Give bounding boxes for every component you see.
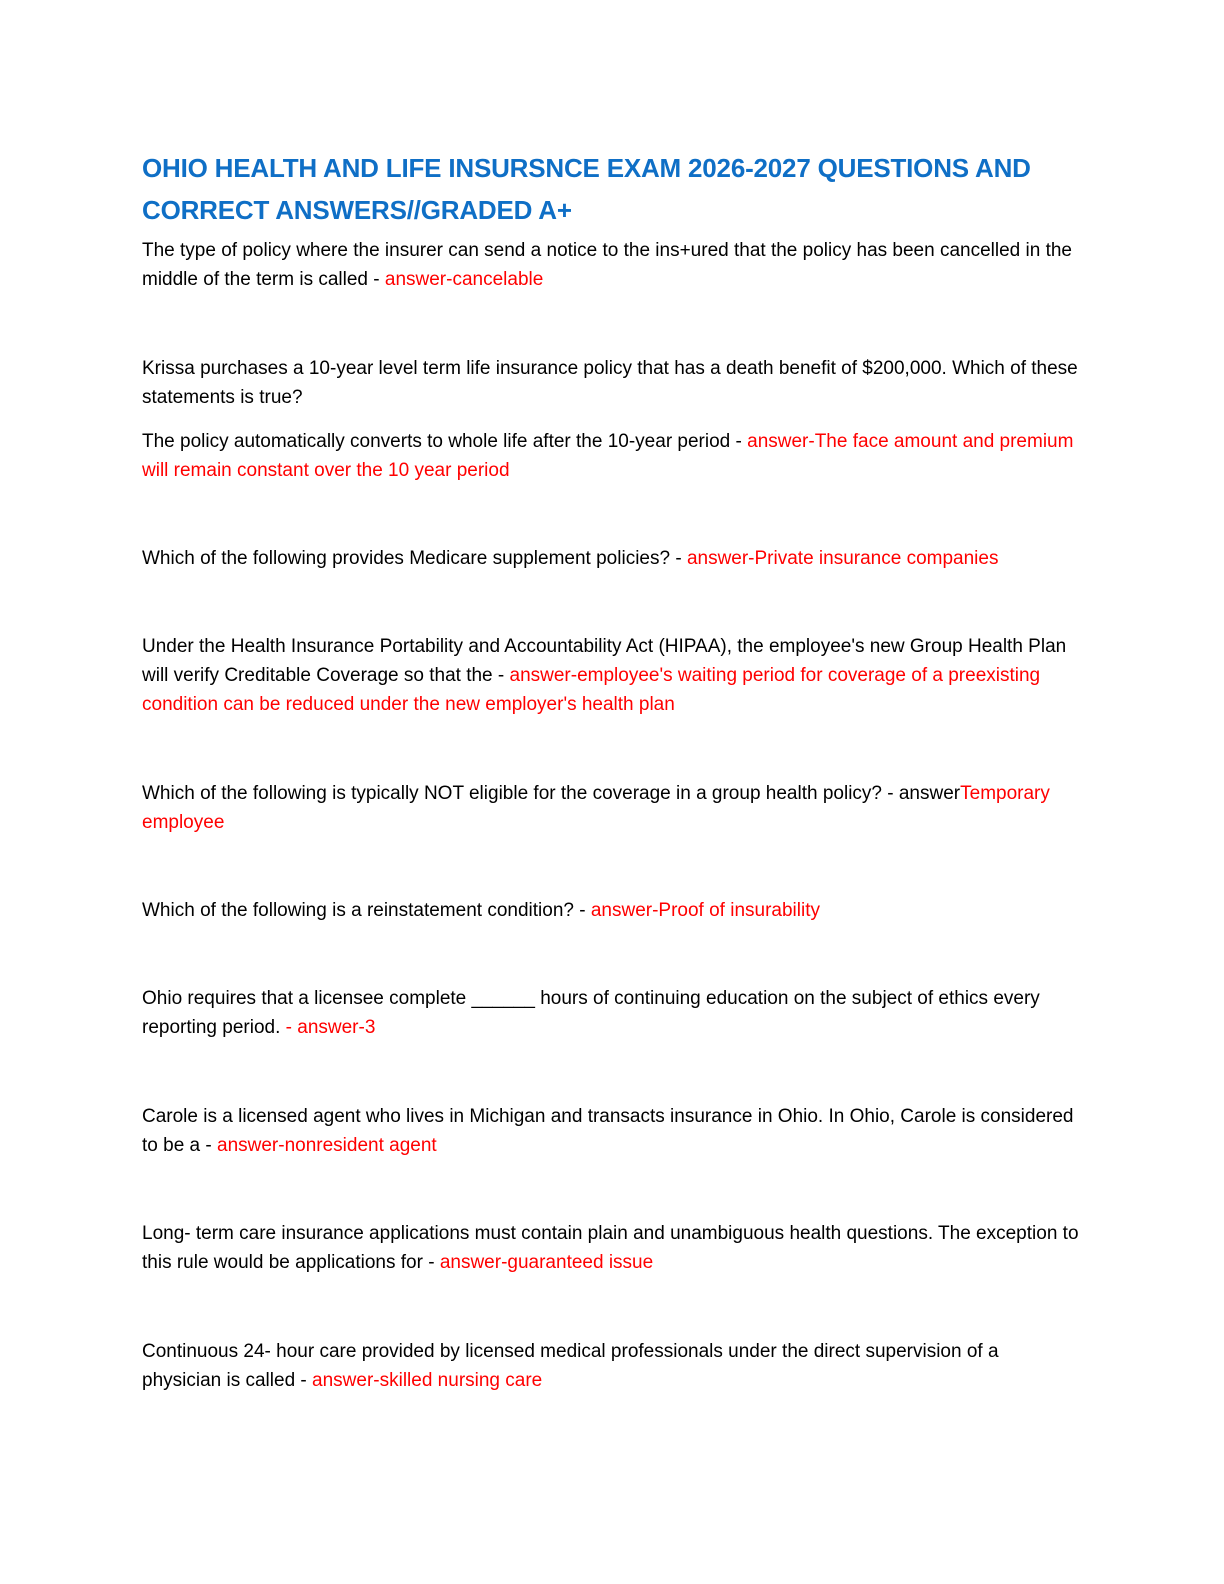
answer-text: answer-cancelable [384,269,544,290]
answer-text: answer-skilled nursing care [312,1370,543,1391]
question-text: Krissa purchases a 10-year level term li… [142,358,1078,408]
answer-text: answer-The face amount and premium will … [142,431,1074,481]
qa-item-9: Long- term care insurance applications m… [142,1219,1082,1277]
answer-text: Temporary employee [142,783,1050,833]
qa-item-3: Which of the following provides Medicare… [142,544,1082,573]
question-text: Ohio requires that a licensee complete _… [142,988,1040,1038]
question-text: Which of the following is typically NOT … [142,783,961,804]
answer-text: answer-Private insurance companies [686,548,999,569]
qa-item-8: Carole is a licensed agent who lives in … [142,1102,1082,1160]
qa-item-10: Continuous 24- hour care provided by lic… [142,1337,1082,1395]
question-text: Continuous 24- hour care provided by lic… [142,1341,999,1391]
qa-item-5: Which of the following is typically NOT … [142,779,1082,837]
document-title: OHIO HEALTH AND LIFE INSURSNCE EXAM 2026… [142,153,1031,225]
qa-item-4: Under the Health Insurance Portability a… [142,632,1082,719]
answer-text: answer-nonresident agent [217,1135,437,1156]
question-text-line-2: The policy automatically converts to who… [142,427,1082,485]
question-text: Which of the following provides Medicare… [142,548,687,569]
qa-item-1: The type of policy where the insurer can… [142,236,1082,294]
answer-text: - answer-3 [285,1017,376,1038]
qa-item-2: Krissa purchases a 10-year level term li… [142,354,1082,485]
answer-text: answer-guaranteed issue [439,1252,654,1273]
question-text: Under the Health Insurance Portability a… [142,636,1067,686]
question-text: Long- term care insurance applications m… [142,1223,1079,1273]
question-text: Carole is a licensed agent who lives in … [142,1106,1074,1156]
question-text: Which of the following is a reinstatemen… [142,900,591,921]
qa-item-7: Ohio requires that a licensee complete _… [142,984,1082,1042]
question-continuation: The policy automatically converts to who… [142,431,748,452]
answer-text: answer-employee's waiting period for cov… [142,665,1041,715]
answer-text: answer-Proof of insurability [590,900,820,921]
question-text: The type of policy where the insurer can… [142,240,1072,290]
qa-item-6: Which of the following is a reinstatemen… [142,896,1082,925]
